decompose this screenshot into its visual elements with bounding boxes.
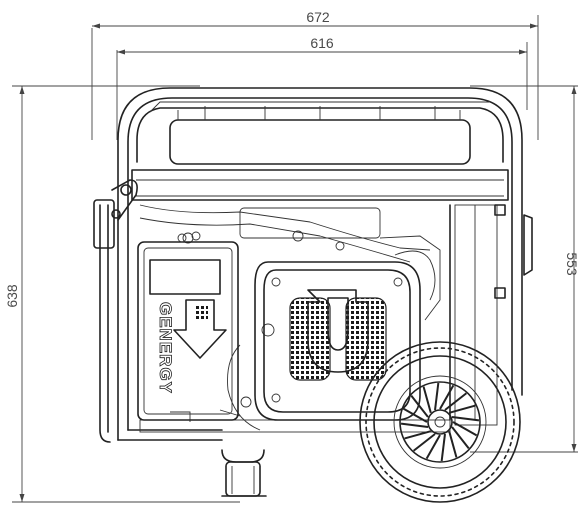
dimension-frame-height: 553 (470, 85, 578, 453)
wheel-spoke (422, 386, 432, 414)
wheel-spoke (434, 382, 440, 411)
wheel-spoke (410, 395, 429, 418)
overall-width-label: 672 (306, 9, 330, 25)
wheel-hub (427, 409, 453, 435)
wheel-spoke (452, 421, 478, 437)
wheel-spoke (425, 434, 441, 460)
wheel-spoke (400, 422, 429, 428)
frame-height-label: 553 (564, 252, 578, 276)
fuel-tank (131, 101, 509, 201)
left-vent-grille (289, 297, 331, 381)
arrow-down-icon (173, 299, 227, 359)
wheel-spoke (451, 416, 480, 422)
right-vent-grille (345, 297, 387, 381)
dimension-frame-width: 616 (116, 35, 528, 140)
folding-handle (93, 179, 138, 443)
wheel-spoke (444, 392, 467, 411)
wheel-spoke (404, 430, 432, 440)
shroud-emblem (307, 289, 369, 373)
wheel-spoke (413, 433, 436, 452)
brand-label: GENERGY (156, 302, 175, 394)
control-panel: GENERGY (137, 231, 239, 421)
wheel-spoke (451, 426, 470, 449)
wheel-spoke (440, 433, 446, 462)
wheel-spoke (448, 430, 458, 458)
dimension-overall-height: 638 (4, 85, 240, 503)
rubber-foot (221, 449, 267, 497)
wheel (359, 341, 521, 503)
wheel-spokes (400, 382, 480, 462)
wheel-spoke (448, 404, 476, 414)
engine-shroud (254, 261, 421, 421)
wheel-spoke (439, 384, 455, 410)
engine-body (139, 204, 533, 433)
dimension-overall-width: 672 (91, 9, 539, 140)
wheel-spoke (402, 407, 428, 423)
tubular-frame (117, 87, 523, 441)
frame-width-label: 616 (310, 35, 334, 51)
panel-display-window (149, 259, 221, 295)
overall-height-label: 638 (4, 284, 20, 308)
